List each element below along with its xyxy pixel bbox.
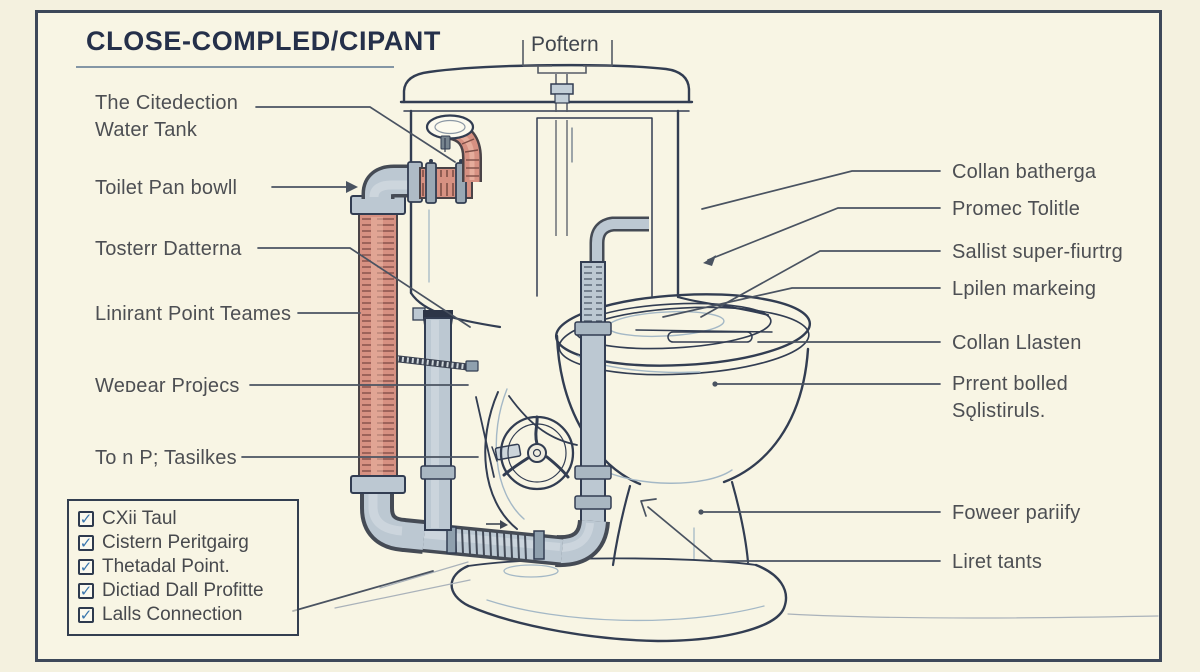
checklist-item-label: Thetadal Point. bbox=[102, 556, 230, 577]
checklist-item-label: Dictiad Dall Profitte bbox=[102, 580, 264, 601]
checklist-item-label: Lalls Connection bbox=[102, 604, 243, 625]
leader-endpoints bbox=[346, 181, 718, 515]
label-batherga: Collan batherga bbox=[952, 161, 1097, 183]
label-tosterr: Tosterr Datterna bbox=[95, 238, 242, 260]
checklist-item-label: Cistern Peritgairg bbox=[102, 532, 249, 553]
label-wenear: Weᴅear Projecs bbox=[95, 375, 240, 397]
leader-lines bbox=[241, 106, 941, 612]
drain-pipe-gray bbox=[360, 216, 649, 568]
checklist-item: ✓ Lalls Connection bbox=[78, 603, 288, 627]
checklist-item: ✓ CXii Taul bbox=[78, 507, 288, 531]
shutoff-valve-wheel bbox=[491, 415, 575, 491]
checked-checkbox-icon: ✓ bbox=[78, 510, 94, 528]
parts-checklist: ✓ CXii Taul ✓ Cistern Peritgairg ✓ Theta… bbox=[67, 499, 299, 636]
checked-checkbox-icon: ✓ bbox=[78, 606, 94, 624]
label-linirant: Linirant Point Teames bbox=[95, 303, 292, 325]
supply-pipe-salmon bbox=[350, 114, 482, 494]
title-underline bbox=[76, 66, 394, 68]
label-foweer: Foweer pariify bbox=[952, 502, 1081, 524]
label-toilet-pan: Toilet Pan bowll bbox=[95, 177, 238, 199]
checked-checkbox-icon: ✓ bbox=[78, 582, 94, 600]
label-tasilkes: To n P; Tasilkes bbox=[95, 447, 237, 469]
checked-checkbox-icon: ✓ bbox=[78, 534, 94, 552]
label-sallist: Sallist super-fiurtrg bbox=[952, 241, 1123, 263]
checklist-item: ✓ Thetadal Point. bbox=[78, 555, 288, 579]
checklist-item: ✓ Cistern Peritgairg bbox=[78, 531, 288, 555]
checked-checkbox-icon: ✓ bbox=[78, 558, 94, 576]
label-lpilen: Lpilen markeing bbox=[952, 278, 1097, 300]
cistern-tank bbox=[399, 63, 769, 329]
label-promec: Promec Tolitle bbox=[952, 198, 1081, 220]
diagram-title: CLOSE-COMPLED/CIPANT bbox=[86, 26, 441, 56]
checklist-item-label: CXii Taul bbox=[102, 508, 177, 529]
label-poftern: Poftern bbox=[531, 33, 599, 56]
checklist-item: ✓ Dictiad Dall Profitte bbox=[78, 579, 288, 603]
toilet-base bbox=[334, 480, 1159, 643]
label-llasten: Collan Llasten bbox=[952, 332, 1082, 354]
flush-rod bbox=[522, 40, 613, 236]
label-liret: Liret tants bbox=[952, 551, 1043, 573]
